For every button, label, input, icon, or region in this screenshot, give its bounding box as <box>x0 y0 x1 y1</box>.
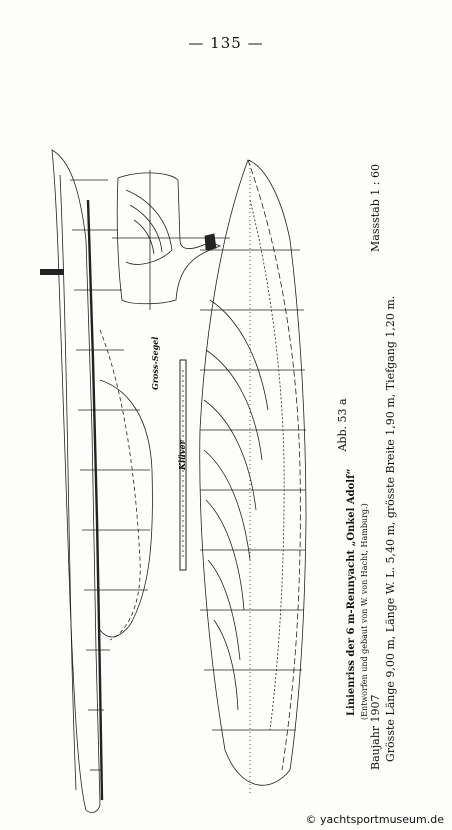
build-year: Baujahr 1907 <box>369 694 382 770</box>
body-plan-view <box>112 170 230 310</box>
figure-number: Abb. 53 a <box>336 398 349 452</box>
dimensions-line: Grösste Länge 9,00 m, Länge W. L. 5,40 m… <box>384 295 397 762</box>
watermark: © yachtsportmuseum.de <box>305 813 444 826</box>
sail-plan-view <box>179 359 187 571</box>
figure-subtitle: (Entworfen und gebaut von W. von Hacht, … <box>360 503 369 720</box>
sail-label-main: Gross-Segel <box>150 336 160 390</box>
page-number: — 135 — <box>188 34 264 52</box>
profile-view <box>40 149 153 813</box>
half-breadth-view <box>199 159 307 795</box>
scale-note: Massstab 1 : 60 <box>369 164 382 252</box>
sail-label-jib: Klüver <box>177 440 187 470</box>
figure-title: Linienriss der 6 m-Rennyacht „Onkel Adol… <box>346 468 357 716</box>
